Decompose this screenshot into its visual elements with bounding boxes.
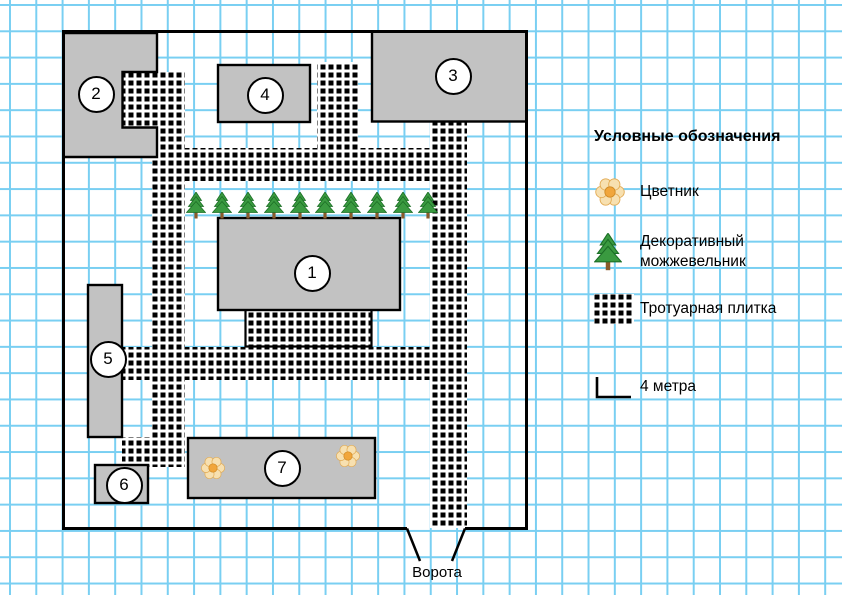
- legend-label-juniper: Декоративный можжевельник: [640, 233, 746, 271]
- plot-boundary: [62, 30, 528, 530]
- legend-item-scale: 4 метра: [594, 374, 842, 400]
- flower-icon: [201, 456, 225, 480]
- legend-title: Условные обозначения: [594, 128, 781, 145]
- legend-item-tiles: Тротуарная плитка: [594, 294, 842, 325]
- flower-icon: [594, 176, 640, 208]
- tile-path-between-4-and-3: [317, 62, 358, 148]
- building-2-number: 2: [77, 75, 115, 113]
- flower-icon: [336, 444, 360, 468]
- building-4-number: 4: [246, 76, 284, 114]
- juniper-icon: [186, 192, 206, 219]
- paving-tiles-icon: [594, 294, 640, 325]
- legend-label-tiles: Тротуарная плитка: [640, 300, 777, 318]
- juniper-icon: [393, 192, 413, 219]
- juniper-icon: [212, 192, 232, 219]
- juniper-tree-icon: [594, 233, 640, 271]
- porch-outline: [244, 310, 373, 348]
- tile-path-near-building-6: [122, 437, 152, 467]
- legend-item-flower: Цветник: [594, 176, 842, 208]
- legend-label-flower: Цветник: [640, 182, 699, 200]
- juniper-icon: [315, 192, 335, 219]
- tile-path-middle-band: [122, 347, 467, 380]
- juniper-icon: [264, 192, 284, 219]
- juniper-icon: [290, 192, 310, 219]
- juniper-icon: [238, 192, 258, 219]
- tile-path-porch: [245, 310, 372, 347]
- building-7-number: 7: [263, 449, 301, 487]
- juniper-icon: [367, 192, 387, 219]
- tile-path-left-strip: [152, 126, 185, 467]
- gate-label: Ворота: [412, 564, 462, 581]
- tile-path-top-band: [152, 148, 467, 181]
- gate-left-line: [405, 528, 422, 562]
- legend-label-scale: 4 метра: [640, 378, 697, 396]
- gate-right-line: [450, 528, 467, 562]
- legend: Условные обозначения Цветник Декоративны…: [594, 128, 842, 400]
- building-6-number: 6: [105, 466, 143, 504]
- building-3-number: 3: [434, 57, 472, 95]
- legend-item-juniper: Декоративный можжевельник: [594, 232, 842, 272]
- tile-path-right-strip-to-gate: [430, 122, 467, 528]
- juniper-row: [186, 192, 438, 219]
- paving-tile-areas: [122, 62, 467, 528]
- building-1-number: 1: [293, 254, 331, 292]
- tile-path-near-building-2: [122, 72, 185, 128]
- juniper-icon: [341, 192, 361, 219]
- building-5-number: 5: [89, 340, 127, 378]
- scale-icon: [594, 374, 640, 400]
